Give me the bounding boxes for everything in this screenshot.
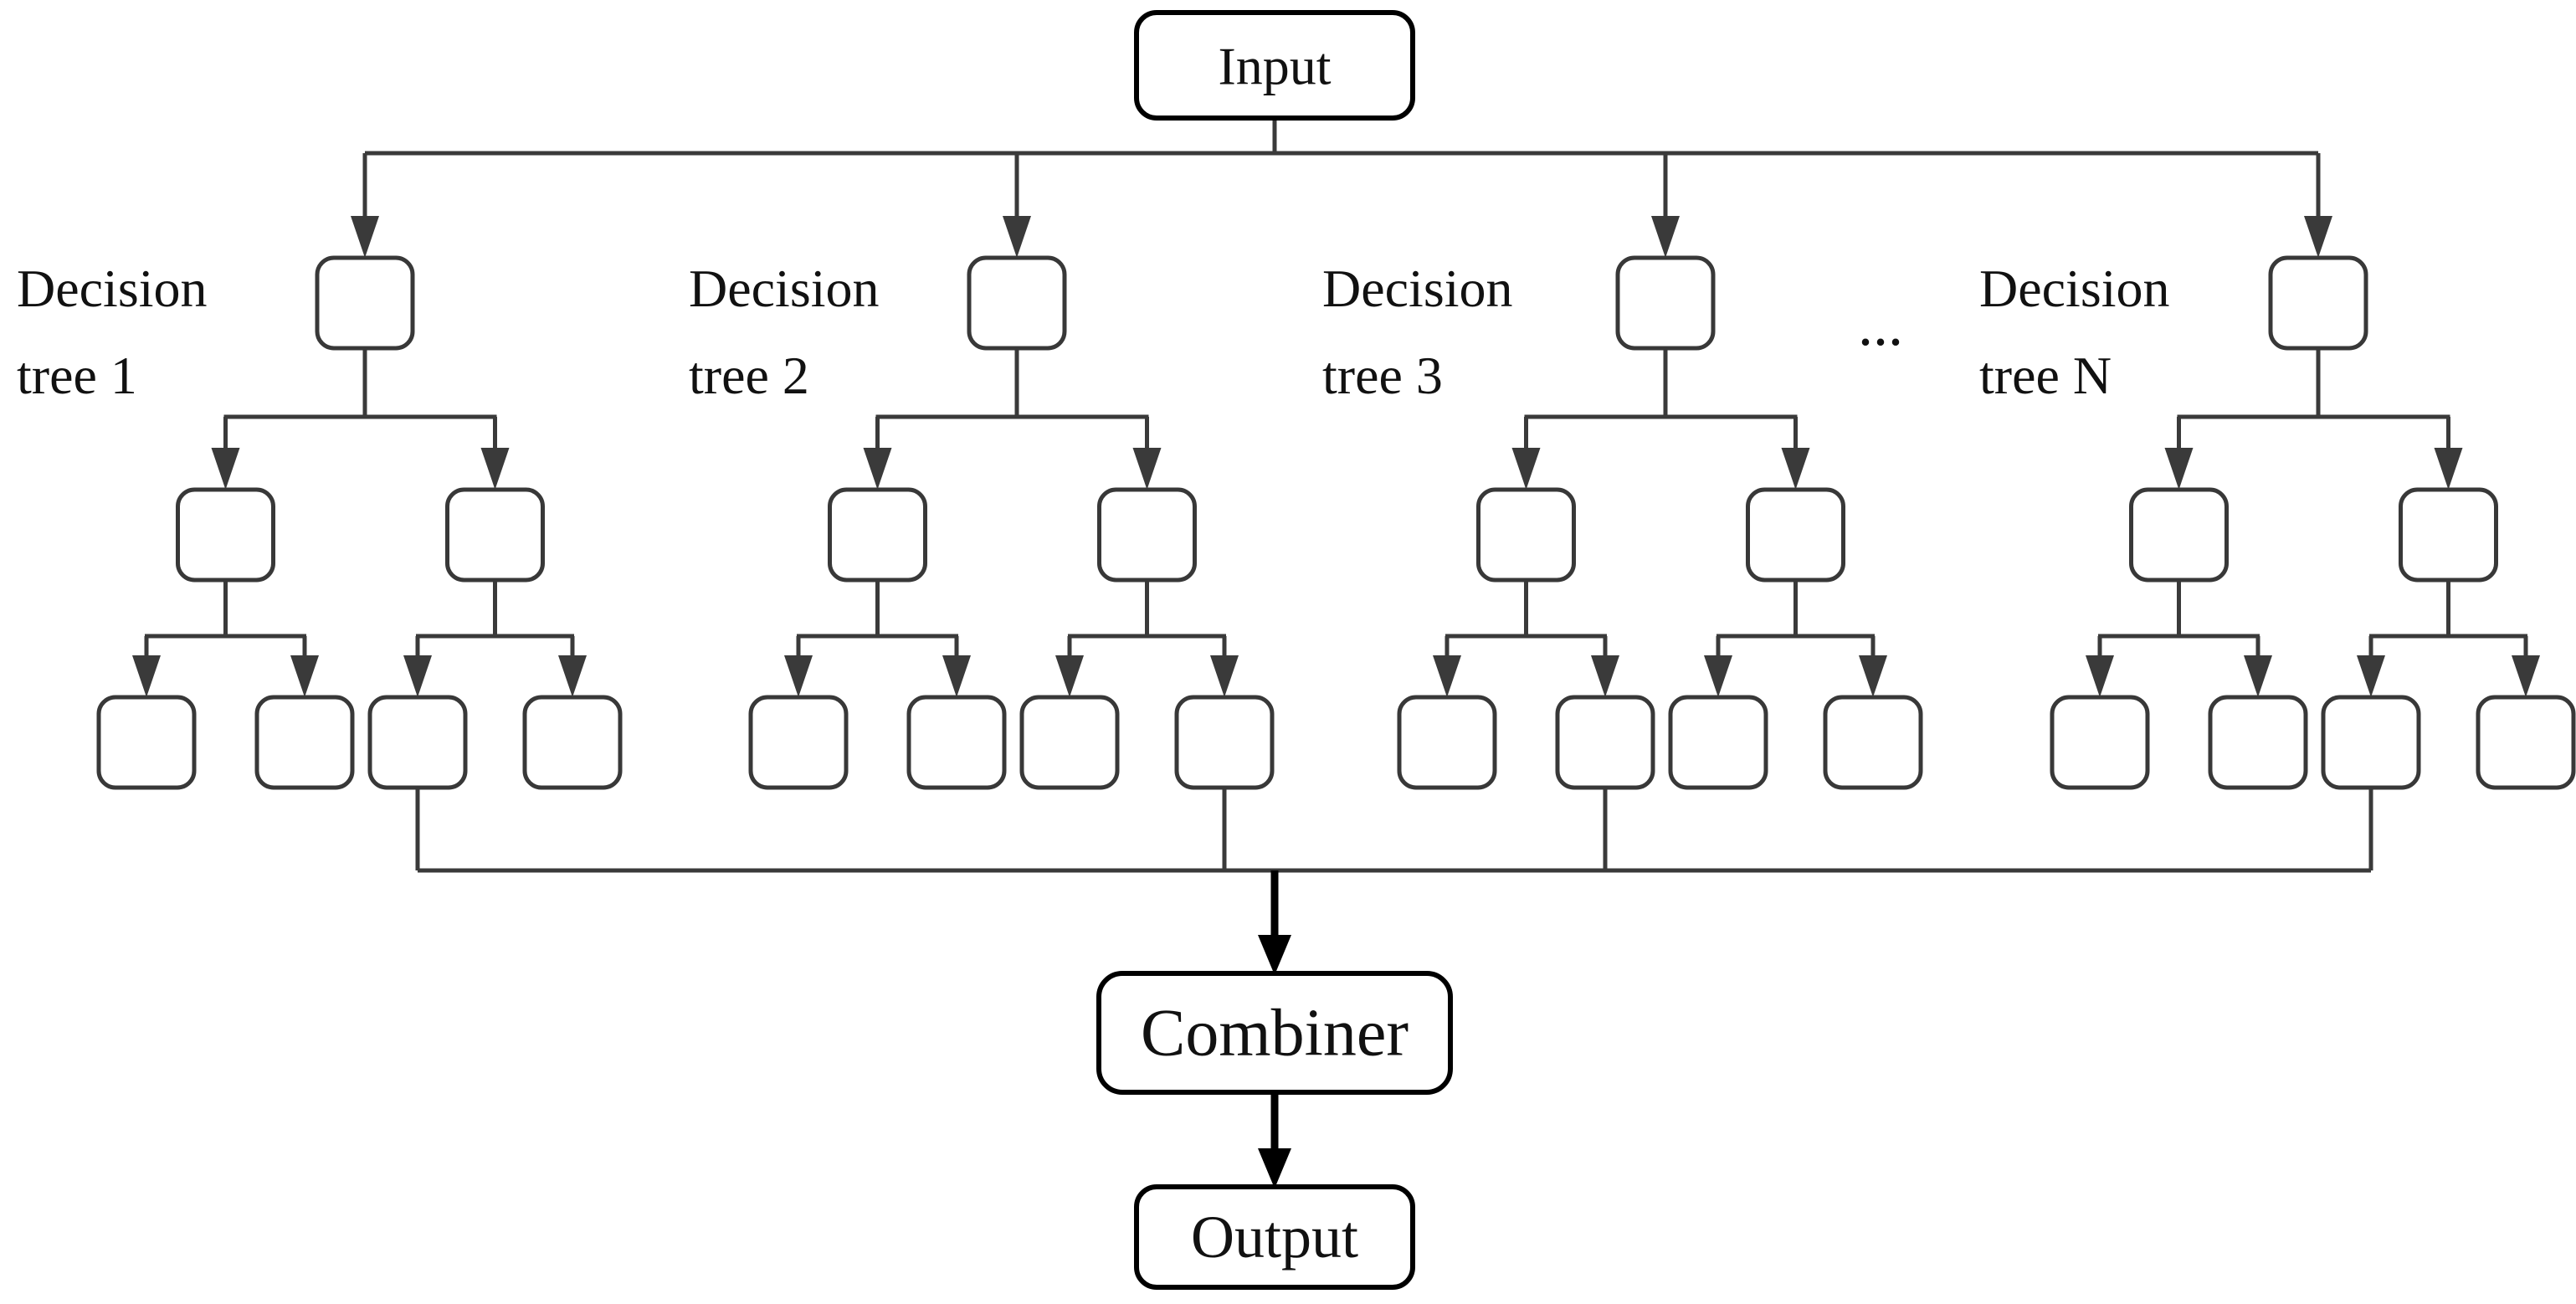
output-label: Output bbox=[1191, 1204, 1358, 1271]
arrowhead-to-tree-n-child-2 bbox=[2434, 448, 2463, 490]
decision-tree-3: Decision tree 3 bbox=[1322, 153, 1923, 870]
tree-1-leaf-node-4 bbox=[522, 695, 623, 790]
decision-tree-n: Decision tree N bbox=[1979, 153, 2576, 870]
arrowhead-to-tree-n-leaf-3 bbox=[2357, 655, 2385, 697]
tree-n-child-node-2 bbox=[2399, 487, 2498, 583]
tree-3-label-line1: Decision bbox=[1322, 259, 1513, 318]
arrowhead-to-tree-3-leaf-3 bbox=[1704, 655, 1732, 697]
tree-3-leaf-node-3 bbox=[1668, 695, 1768, 790]
arrowhead-to-tree-n-root bbox=[2304, 216, 2332, 258]
arrowhead-to-tree-1-leaf-4 bbox=[558, 655, 587, 697]
arrowhead-to-tree-3-leaf-2 bbox=[1591, 655, 1619, 697]
decision-tree-1: Decision tree 1 bbox=[17, 153, 623, 870]
arrowhead-to-tree-1-root bbox=[351, 216, 379, 258]
tree-2-leaf-node-1 bbox=[748, 695, 849, 790]
arrowhead-to-tree-1-leaf-3 bbox=[403, 655, 432, 697]
combiner-label: Combiner bbox=[1141, 996, 1409, 1070]
tree-n-leaf-node-1 bbox=[2050, 695, 2150, 790]
arrowhead-to-tree-1-child-1 bbox=[211, 448, 240, 490]
arrowhead-to-tree-3-root bbox=[1651, 216, 1680, 258]
ellipsis-label: ... bbox=[1858, 291, 1903, 358]
arrowhead-to-tree-2-leaf-2 bbox=[942, 655, 971, 697]
arrowhead-to-tree-3-child-1 bbox=[1511, 448, 1541, 490]
tree-1-leaf-node-3 bbox=[367, 695, 468, 790]
decision-tree-2: Decision tree 2 bbox=[689, 153, 1275, 870]
tree-2-label-line1: Decision bbox=[689, 259, 880, 318]
tree-3-root-node bbox=[1615, 255, 1716, 351]
input-node bbox=[1134, 10, 1415, 121]
tree-3-leaf-node-2 bbox=[1555, 695, 1655, 790]
output-node bbox=[1134, 1184, 1415, 1290]
arrowhead-to-tree-n-leaf-2 bbox=[2244, 655, 2272, 697]
tree-2-label-line2: tree 2 bbox=[689, 346, 809, 405]
arrowhead-to-tree-2-leaf-4 bbox=[1210, 655, 1239, 697]
tree-1-child-node-1 bbox=[176, 487, 275, 583]
tree-1-leaf-node-1 bbox=[96, 695, 197, 790]
tree-3-child-node-1 bbox=[1476, 487, 1576, 583]
arrowhead-to-tree-n-leaf-4 bbox=[2512, 655, 2540, 697]
tree-3-leaf-node-1 bbox=[1397, 695, 1497, 790]
tree-1-label-line1: Decision bbox=[17, 259, 208, 318]
arrowhead-to-tree-3-leaf-1 bbox=[1433, 655, 1461, 697]
arrowhead-to-tree-2-leaf-1 bbox=[784, 655, 813, 697]
tree-n-leaf-node-2 bbox=[2208, 695, 2308, 790]
arrowhead-to-tree-2-leaf-3 bbox=[1055, 655, 1084, 697]
tree-3-child-node-2 bbox=[1746, 487, 1845, 583]
tree-2-child-node-2 bbox=[1097, 487, 1197, 583]
tree-2-child-node-1 bbox=[828, 487, 927, 583]
arrowhead-to-tree-2-child-2 bbox=[1132, 448, 1162, 490]
tree-2-root-node bbox=[967, 255, 1067, 351]
tree-1-leaf-node-2 bbox=[254, 695, 355, 790]
input-label: Input bbox=[1218, 36, 1331, 95]
combiner-node bbox=[1096, 971, 1453, 1095]
thick-arrows-layer bbox=[1258, 870, 1291, 1188]
tree-n-label-line1: Decision bbox=[1979, 259, 2170, 318]
arrowhead-to-tree-n-child-1 bbox=[2164, 448, 2194, 490]
arrowhead-to-tree-3-child-2 bbox=[1781, 448, 1810, 490]
tree-2-leaf-node-4 bbox=[1174, 695, 1275, 790]
arrowhead-to-tree-2-root bbox=[1003, 216, 1031, 258]
tree-1-child-node-2 bbox=[445, 487, 545, 583]
tree-3-leaf-node-4 bbox=[1823, 695, 1923, 790]
bus-to-combiner-arrowhead bbox=[1258, 935, 1291, 975]
tree-n-leaf-node-4 bbox=[2476, 695, 2576, 790]
arrowhead-to-tree-1-leaf-1 bbox=[132, 655, 161, 697]
tree-n-child-node-1 bbox=[2129, 487, 2229, 583]
tree-1-label-line2: tree 1 bbox=[17, 346, 137, 405]
tree-2-leaf-node-2 bbox=[906, 695, 1007, 790]
tree-n-leaf-node-3 bbox=[2321, 695, 2421, 790]
arrowhead-to-tree-1-child-2 bbox=[480, 448, 510, 490]
tree-n-label-line2: tree N bbox=[1979, 346, 2112, 405]
edges-layer bbox=[365, 115, 2371, 873]
arrowhead-to-tree-n-leaf-1 bbox=[2086, 655, 2114, 697]
tree-3-label-line2: tree 3 bbox=[1322, 346, 1443, 405]
combiner-to-output-arrowhead bbox=[1258, 1148, 1291, 1188]
arrowhead-to-tree-3-leaf-4 bbox=[1859, 655, 1887, 697]
arrowhead-to-tree-2-child-1 bbox=[863, 448, 892, 490]
tree-2-leaf-node-3 bbox=[1019, 695, 1120, 790]
tree-1-root-node bbox=[315, 255, 415, 351]
arrowhead-to-tree-1-leaf-2 bbox=[290, 655, 319, 697]
tree-n-root-node bbox=[2268, 255, 2368, 351]
